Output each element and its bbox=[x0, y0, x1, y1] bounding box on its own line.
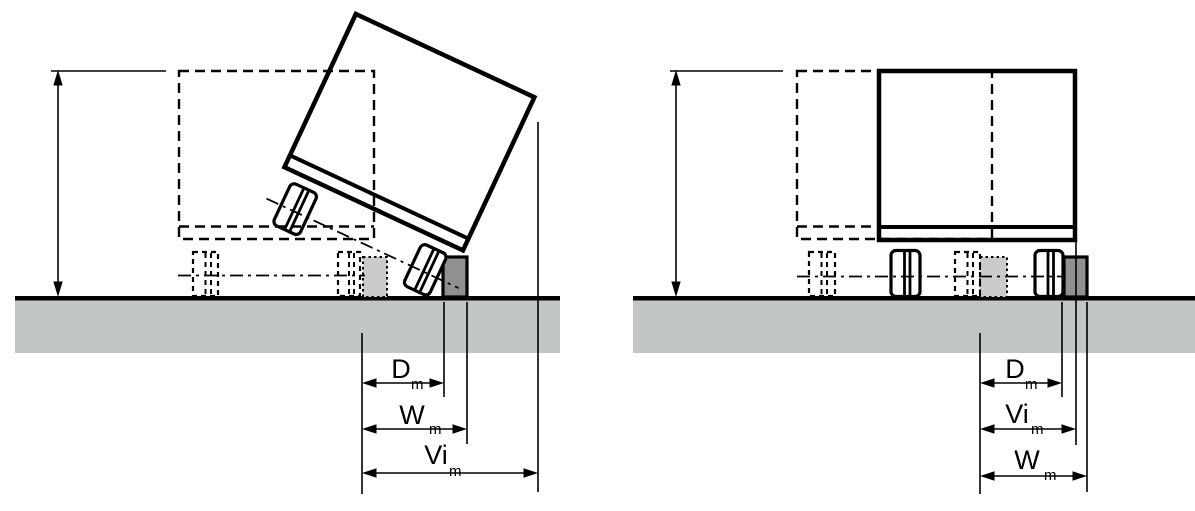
dm-label: D bbox=[391, 354, 411, 384]
dimension-wm-right: W m bbox=[980, 445, 1087, 484]
right-wheel-dashed bbox=[953, 250, 982, 298]
right-panel-upright-vehicle: D m Vi m W m bbox=[633, 68, 1195, 494]
kerb-dark-contact bbox=[441, 255, 469, 299]
arrowhead-down bbox=[53, 281, 63, 297]
vehicle-body-tilted bbox=[281, 10, 538, 254]
dimension-vim-right: Vi m bbox=[980, 399, 1076, 438]
upright-vehicle-group bbox=[876, 68, 1078, 299]
arrowhead-up bbox=[671, 70, 681, 86]
left-wheel-dashed bbox=[807, 250, 837, 298]
height-dimension-right bbox=[670, 70, 783, 297]
left-panel-tilted-vehicle: D m W m Vi m bbox=[15, 10, 560, 494]
chassis-strip-line-tilted bbox=[289, 153, 470, 241]
left-wheel-tilted bbox=[272, 182, 319, 237]
dimension-vim-left: Vi m bbox=[362, 440, 538, 480]
arrowhead-down bbox=[671, 281, 681, 297]
ground-surface-line bbox=[15, 296, 560, 301]
right-wheel-tilted bbox=[402, 243, 448, 297]
dimension-dm-left: D m bbox=[362, 354, 444, 393]
vehicle-body bbox=[876, 68, 1078, 243]
right-wheel bbox=[1033, 248, 1065, 299]
ground-band bbox=[15, 300, 560, 353]
vim-label: Vi bbox=[1005, 399, 1029, 429]
left-wheel bbox=[889, 248, 922, 299]
dimension-dm-right: D m bbox=[980, 354, 1062, 393]
left-wheel-dashed bbox=[191, 250, 220, 298]
vim-subscript: m bbox=[1031, 421, 1044, 438]
vim-label: Vi bbox=[424, 440, 448, 470]
height-dimension-left bbox=[51, 70, 166, 297]
dm-subscript: m bbox=[411, 376, 424, 393]
vehicle-outline-dashed bbox=[795, 69, 994, 241]
tilted-vehicle-group bbox=[266, 10, 538, 297]
right-wheel-dashed bbox=[336, 250, 362, 298]
axle-centerline-tilted bbox=[266, 197, 460, 289]
wm-subscript: m bbox=[429, 421, 442, 438]
vim-subscript: m bbox=[449, 463, 462, 480]
wm-label: W bbox=[399, 400, 425, 430]
wm-subscript: m bbox=[1044, 467, 1057, 484]
dm-subscript: m bbox=[1025, 376, 1038, 393]
dm-label: D bbox=[1005, 354, 1025, 384]
kerb-light-dashed-position bbox=[362, 256, 388, 298]
arrowhead-up bbox=[53, 70, 63, 86]
ground-band bbox=[633, 300, 1195, 353]
ground-surface-line bbox=[633, 296, 1195, 301]
wm-label: W bbox=[1014, 445, 1040, 475]
dimension-wm-left: W m bbox=[362, 400, 467, 438]
vehicle-outline-dashed bbox=[177, 69, 376, 241]
